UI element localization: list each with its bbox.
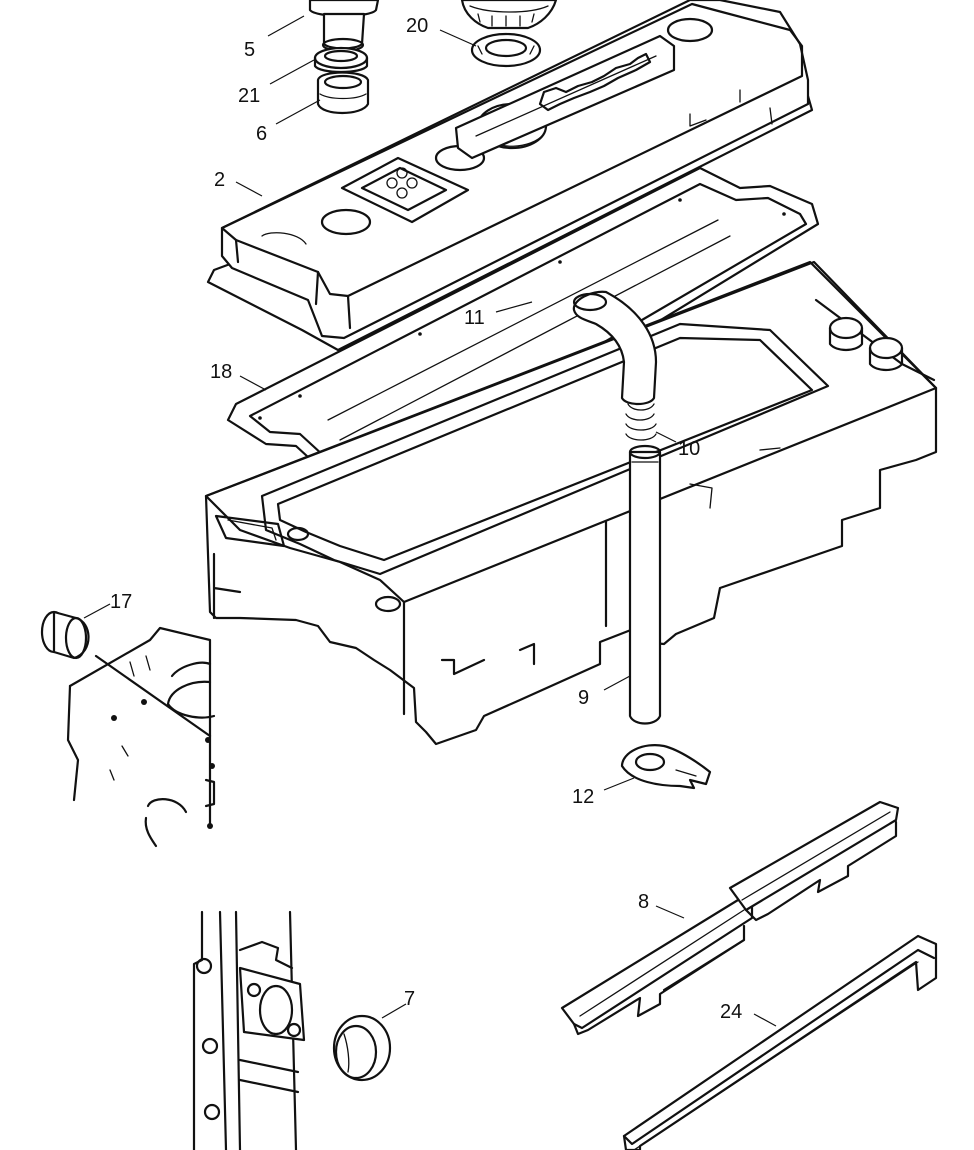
callout-17: 17 [110, 591, 132, 613]
part-9-dipstick-tube [628, 444, 662, 725]
callout-labels: 5 20 21 6 2 11 18 10 17 9 12 8 7 24 [110, 15, 742, 1023]
part-6-grommet [316, 71, 370, 114]
callout-2: 2 [214, 169, 225, 191]
callout-9: 9 [578, 687, 589, 709]
callout-8: 8 [638, 891, 649, 913]
timing-cover-fragment [192, 910, 306, 1150]
part-7-seal-ring [332, 1014, 392, 1082]
cylinder-head-block [204, 260, 938, 746]
callout-11: 11 [464, 307, 485, 329]
callout-6: 6 [256, 123, 267, 145]
leader-lines [83, 15, 777, 1027]
part-20-breather-cap [460, 0, 558, 68]
callout-20: 20 [406, 15, 428, 37]
part-2-valve-cover [206, 0, 814, 352]
engine-block-fragment [66, 626, 216, 848]
part-17-plug [40, 610, 90, 660]
callout-5: 5 [244, 39, 255, 61]
callout-7: 7 [404, 988, 415, 1010]
callout-10: 10 [678, 438, 700, 460]
part-5-filler-cap [308, 0, 380, 53]
part-24-rail [622, 934, 938, 1150]
part-21-seal-ring [313, 46, 369, 74]
part-8-guide-rails [560, 800, 900, 1036]
part-10-breather-hose [572, 290, 658, 441]
callout-24: 24 [720, 1001, 742, 1023]
callout-12: 12 [572, 786, 594, 808]
part-12-bracket [620, 744, 712, 790]
callout-18: 18 [210, 361, 232, 383]
callout-21: 21 [238, 85, 260, 107]
